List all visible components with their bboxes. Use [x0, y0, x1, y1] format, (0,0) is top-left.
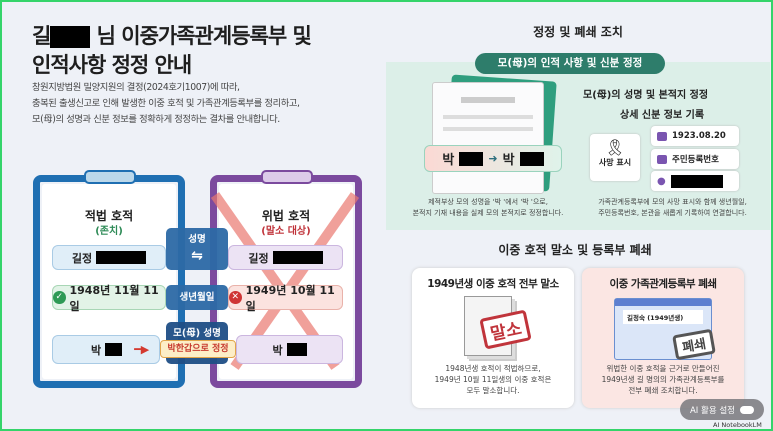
window-title: 길정숙 (1949년생) [623, 310, 703, 324]
desc-line: 창원지방법원 밀양지원의 결정(2024호기1007)에 따라, [32, 82, 240, 93]
caption-line: 가족관계등록부에 모의 사망 표시와 함께 생년월일, [598, 198, 747, 206]
name-change-bar: 박 ➜ 박 [424, 145, 562, 172]
redaction [519, 151, 544, 166]
detail-heading: 상세 신분 정보 기록 [620, 110, 705, 121]
illegal-name-row: 길정 [228, 245, 343, 270]
toggle-label: AI 활용 설정 [689, 405, 735, 416]
birth-date-row: 1923.08.20 [651, 126, 739, 146]
page-title: 길 님 이중가족관계등록부 및 인적사항 정정 안내 [32, 22, 312, 80]
legal-status: (존치) [95, 226, 123, 237]
ribbon-icon: 🎗 [604, 138, 626, 157]
id-card-icon [657, 154, 667, 164]
new-name: 박 [502, 153, 515, 168]
legal-title: 적법 호적 [84, 209, 134, 223]
legal-mother-row: 박 ━▶ [52, 335, 160, 364]
caption-line: 본적지 기재 내용을 실제 모의 본적지로 정정합니다. [412, 209, 564, 217]
mother-name: 박 [91, 343, 102, 357]
correction-badge: 박한갑으로 정정 [160, 340, 236, 358]
illegal-title: 위법 호적 [261, 209, 311, 223]
toggle-switch[interactable] [740, 405, 754, 414]
redaction [50, 26, 91, 48]
label-dob: 생년월일 [166, 285, 228, 310]
redaction [96, 251, 147, 264]
legal-dob-row: ✓1948년 11월 11일 [52, 284, 166, 313]
desc-line: 모(母)의 성명과 신분 정보를 정확하게 정정하는 결차를 안내합니다. [32, 114, 280, 125]
brand-watermark: AI NotebookLM [713, 421, 762, 429]
legal-name-row: 길정 [52, 245, 166, 270]
dob: 1949년 10월 11일 [245, 283, 335, 313]
arrow-icon: ➜ [488, 152, 498, 165]
section-pill: 모(母)의 인적 사항 및 신분 정정 [475, 53, 665, 74]
title-line2: 인적사항 정정 안내 [32, 53, 192, 77]
dob: 1948년 11월 11일 [69, 283, 159, 313]
title-prefix: 길 [32, 24, 51, 48]
birth-date: 1923.08.20 [672, 131, 726, 141]
redaction [286, 343, 307, 356]
name: 길정 [248, 251, 269, 265]
text-line: 1948년생 호적이 적법하므로, [445, 364, 541, 373]
close-card: 이중 가족관계등록부 폐쇄 길정숙 (1949년생) 폐쇄 위법한 이중 호적을… [582, 268, 744, 408]
death-label: 사망 표시 [598, 158, 632, 167]
text-line: 위법한 이중 호적을 근거로 만들어진 [606, 364, 720, 373]
arrow-icon: ━▶ [134, 343, 150, 356]
name-correction-heading: 모(母)의 성명 및 본적지 정정 [583, 90, 709, 101]
resident-number-row: 주민등록번호 [651, 149, 739, 169]
text-line: 1949년생 길 명의의 가족관계등록부를 [601, 375, 725, 384]
redaction [459, 151, 484, 166]
ai-settings-toggle[interactable]: AI 활용 설정 [680, 399, 764, 420]
document-icon [432, 82, 544, 194]
desc-line: 충복된 출생신고로 인해 발생한 이중 호적 및 가족관계등록부를 정리하고, [32, 98, 300, 109]
caption-line: 제적부상 모의 성명을 '박 '에서 '박 '으로, [428, 198, 548, 206]
mother-name: 박 [272, 343, 283, 357]
caption-right: 가족관계등록부에 모의 사망 표시와 함께 생년월일, 주민등록번호, 본관을 새… [585, 197, 760, 219]
illegal-status: (말소 대상) [261, 226, 311, 237]
cancel-card: 1949년생 이중 호적 전부 말소 말소 1948년생 호적이 적법하므로,1… [412, 268, 574, 408]
cancel-title: 이중 호적 말소 및 등록부 폐쇄 [498, 243, 652, 257]
address-row: ● [651, 171, 739, 191]
text-line: 전부 폐쇄 조치합니다. [628, 386, 698, 395]
clip-icon [84, 170, 136, 184]
caption-line: 주민등록번호, 본관을 새롭게 기록하여 연결합니다. [598, 209, 747, 217]
redaction [670, 174, 723, 188]
name: 길정 [71, 251, 93, 265]
location-pin-icon: ● [657, 175, 666, 187]
redaction [272, 251, 323, 264]
illegal-dob-row: ✕1949년 10월 11일 [228, 284, 343, 313]
description: 창원지방법원 밀양지원의 결정(2024호기1007)에 따라, 충복된 출생신… [32, 80, 300, 128]
text-line: 1949년 10월 11일생의 이중 호적은 [434, 375, 552, 384]
x-icon: ✕ [229, 291, 242, 304]
clip-icon [261, 170, 313, 184]
old-name: 박 [442, 153, 455, 168]
label-name: 성명 ⇋ [166, 228, 228, 270]
caption-left: 제적부상 모의 성명을 '박 '에서 '박 '으로, 본적지 기재 내용을 실제 … [398, 197, 578, 219]
label-text: 모(母) 성명 [173, 328, 221, 339]
death-mark-box: 🎗 사망 표시 [590, 134, 640, 181]
resident-number: 주민등록번호 [672, 155, 719, 165]
illegal-mother-row: 박 [236, 335, 343, 364]
card-text: 위법한 이중 호적을 근거로 만들어진 1949년생 길 명의의 가족관계등록부를… [582, 363, 744, 396]
card-title: 1949년생 이중 호적 전부 말소 [427, 278, 559, 290]
card-title: 이중 가족관계등록부 폐쇄 [609, 278, 717, 290]
swap-icon: ⇋ [191, 248, 203, 264]
redaction [105, 343, 123, 356]
text-line: 모두 말소합니다. [466, 386, 520, 395]
calendar-icon [657, 131, 667, 141]
label-text: 성명 [188, 234, 206, 245]
title-rest: 님 이중가족관계등록부 및 [96, 24, 312, 48]
check-icon: ✓ [53, 291, 66, 304]
actions-title: 정정 및 폐쇄 조치 [533, 25, 623, 39]
